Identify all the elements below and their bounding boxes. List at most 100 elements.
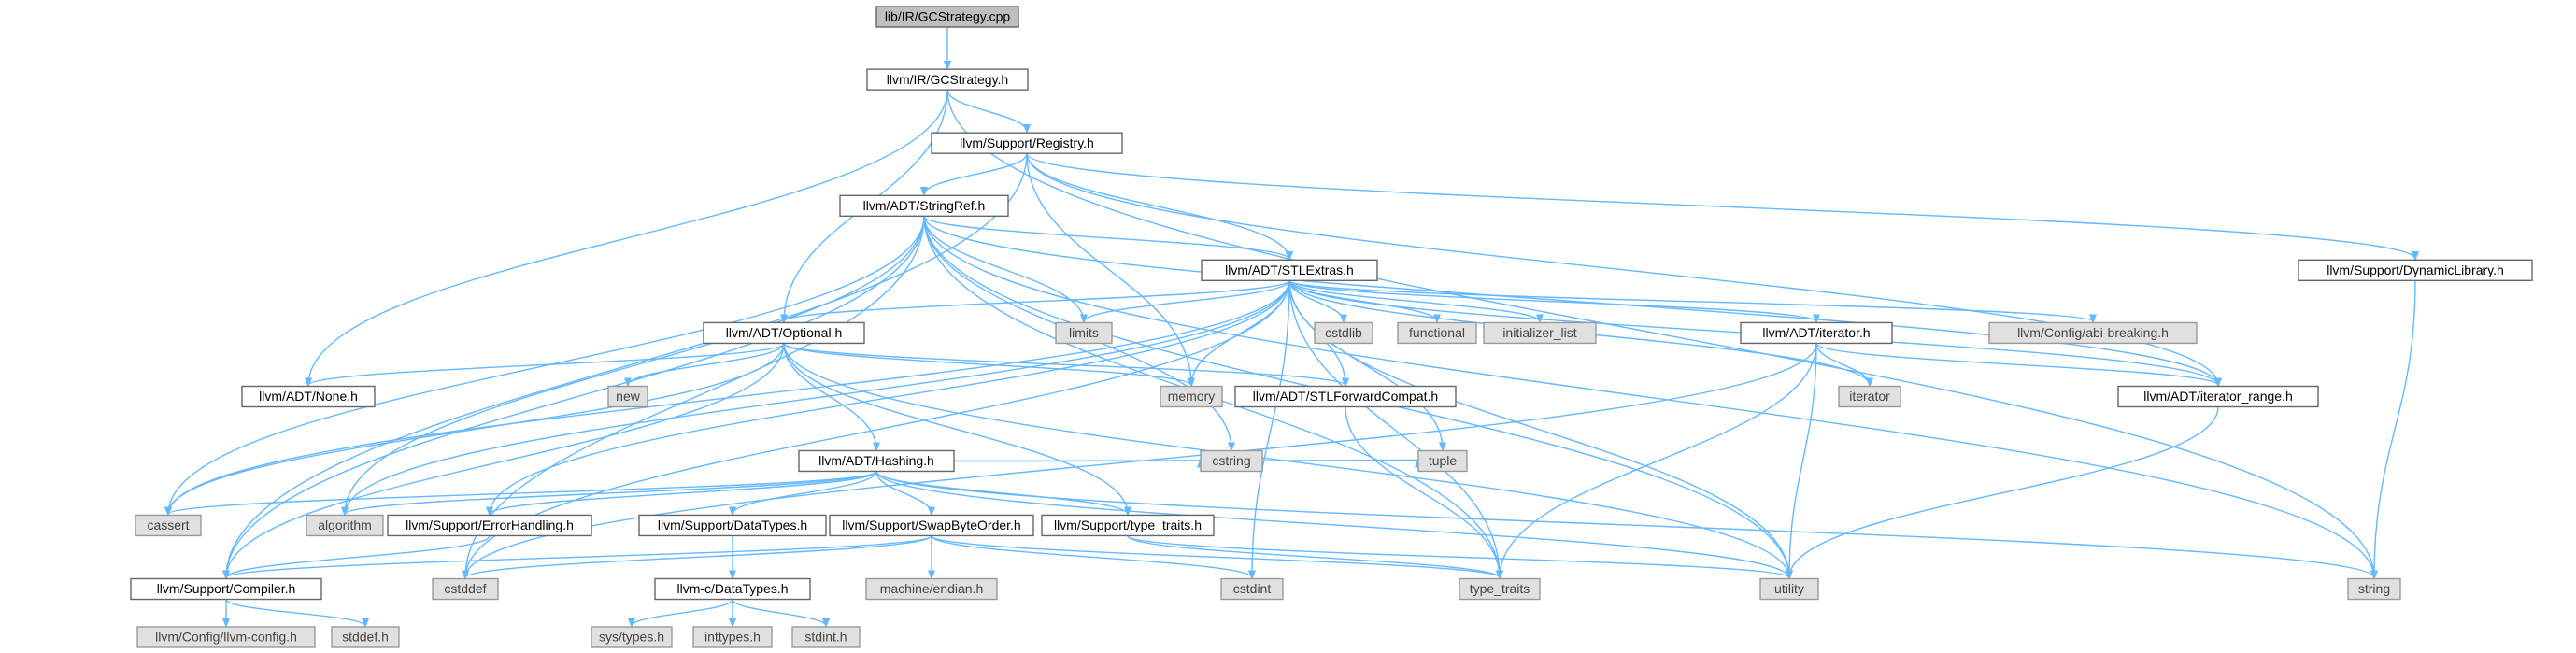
node-box (432, 577, 499, 601)
edge-stringref_h-to-cassert (168, 216, 925, 514)
edge-gcstrategy_h-to-none_h (308, 90, 948, 385)
edge-stlextras_h-to-abi_breaking_h (1288, 279, 2093, 321)
edge-stlextras_h-to-limits (1084, 279, 1290, 321)
node-dynlib-h[interactable]: llvm/Support/DynamicLibrary.h (2298, 259, 2533, 282)
edge-stlextras_h-to-initializer_list (1288, 279, 1540, 321)
node-label: llvm/Support/DynamicLibrary.h (2327, 263, 2504, 277)
node-stlforwardcompat-h[interactable]: llvm/ADT/STLForwardCompat.h (1234, 385, 1457, 408)
node-iterator-h[interactable]: llvm/ADT/iterator.h (1740, 321, 1893, 345)
node-box (1988, 321, 2198, 345)
edge-optional_h-to-new (628, 343, 785, 385)
node-tuple: tuple (1417, 449, 1468, 473)
node-hashing-h[interactable]: llvm/ADT/Hashing.h (798, 449, 955, 473)
edge-optional_h-to-hashing_h (783, 343, 876, 449)
node-box (1759, 577, 1819, 601)
node-label: cstdint (1233, 581, 1272, 596)
node-functional: functional (1397, 321, 1477, 345)
node-label: machine/endian.h (880, 581, 984, 596)
edge-optional_h-to-memory (783, 342, 1191, 385)
node-cassert: cassert (135, 514, 202, 537)
edge-c_datatypes_h-to-stdint_h (732, 599, 826, 626)
node-label: type_traits (1470, 581, 1530, 596)
node-label: llvm/ADT/None.h (259, 389, 358, 404)
node-label: llvm/Support/Registry.h (960, 135, 1094, 150)
node-iterator-range-h[interactable]: llvm/ADT/iterator_range.h (2117, 385, 2319, 408)
node-box (306, 514, 384, 537)
node-box (1055, 321, 1113, 345)
node-box (866, 68, 1029, 91)
node-box (1740, 321, 1893, 345)
node-memory: memory (1160, 385, 1223, 408)
edge-stlforwardcompat_h-to-type_traits (1345, 406, 1500, 577)
node-box (1483, 321, 1597, 345)
node-optional-h[interactable]: llvm/ADT/Optional.h (703, 321, 865, 345)
edge-hashing_h-to-swapbyteorder_h (875, 471, 932, 514)
edge-gcstrategy_h-to-string (946, 90, 2374, 577)
node-label: llvm/Support/DataTypes.h (658, 518, 807, 532)
node-iterator: iterator (1838, 385, 1901, 408)
node-label: llvm/ADT/iterator.h (1762, 325, 1870, 340)
edge-hashing_h-to-utility (875, 471, 1789, 577)
node-box (931, 132, 1123, 154)
edge-hashing_h-to-cassert (168, 470, 877, 514)
node-stlextras-h[interactable]: llvm/ADT/STLExtras.h (1201, 259, 1378, 282)
edge-swapbyteorder_h-to-type_traits (931, 534, 1500, 577)
node-box (875, 6, 1019, 28)
edge-iterator_h-to-cstddef (465, 343, 1817, 577)
node-box (130, 577, 322, 601)
node-cstddef: cstddef (432, 577, 499, 601)
edge-iterator_h-to-utility (1789, 343, 1817, 577)
edge-stringref_h-to-algorithm (345, 216, 925, 514)
edge-type_traits_h-to-type_traits (1127, 534, 1500, 577)
node-machine-endian-h: machine/endian.h (865, 577, 998, 601)
node-compiler-h[interactable]: llvm/Support/Compiler.h (130, 577, 322, 601)
node-label: llvm/Config/abi-breaking.h (2017, 325, 2169, 340)
node-label: cstring (1212, 453, 1250, 468)
node-type-traits-h[interactable]: llvm/Support/type_traits.h (1041, 514, 1215, 537)
edge-stringref_h-to-stlextras_h (923, 215, 1289, 259)
node-box (1160, 385, 1223, 408)
edge-hashing_h-to-tuple (953, 460, 1418, 461)
edge-stlextras_h-to-errorhandling_h (490, 280, 1290, 514)
edge-optional_h-to-type_traits_h (783, 343, 1128, 514)
node-none-h[interactable]: llvm/ADT/None.h (241, 385, 376, 408)
node-box (1200, 449, 1263, 473)
edge-registry_h-to-dynlib_h (1026, 152, 2415, 259)
node-datatypes-h[interactable]: llvm/Support/DataTypes.h (638, 514, 827, 537)
node-c-datatypes-h[interactable]: llvm-c/DataTypes.h (654, 577, 811, 601)
node-initializer-list: initializer_list (1483, 321, 1597, 345)
edge-type_traits_h-to-utility (1127, 534, 1789, 577)
edge-stlextras_h-to-algorithm (345, 280, 1290, 514)
edge-swapbyteorder_h-to-compiler_h (226, 534, 932, 577)
edge-stlextras_h-to-iterator_h (1288, 279, 1816, 321)
node-algorithm: algorithm (306, 514, 384, 537)
node-box (2347, 577, 2401, 601)
node-label: llvm/IR/GCStrategy.h (887, 72, 1008, 87)
node-box (2117, 385, 2319, 408)
edge-stringref_h-to-limits (923, 216, 1084, 321)
node-label: llvm/Support/ErrorHandling.h (406, 518, 574, 532)
edge-registry_h-to-stlextras_h (1026, 153, 1289, 259)
node-box (1397, 321, 1477, 345)
edge-stlextras_h-to-functional (1288, 280, 1437, 321)
node-errorhandling-h[interactable]: llvm/Support/ErrorHandling.h (387, 514, 592, 537)
node-gcstrategy-h[interactable]: llvm/IR/GCStrategy.h (866, 68, 1029, 91)
node-label: llvm/ADT/iterator_range.h (2143, 389, 2293, 404)
node-label: functional (1409, 325, 1465, 340)
node-stringref-h[interactable]: llvm/ADT/StringRef.h (839, 194, 1009, 218)
node-label: lib/IR/GCStrategy.cpp (885, 9, 1011, 24)
node-swapbyteorder-h[interactable]: llvm/Support/SwapByteOrder.h (829, 514, 1034, 537)
edge-optional_h-to-none_h (308, 342, 785, 385)
edge-hashing_h-to-string (875, 471, 2374, 577)
node-label: llvm/Support/Compiler.h (157, 581, 296, 596)
node-label: stddef.h (342, 630, 389, 645)
node-label: llvm/Config/llvm-config.h (155, 630, 297, 645)
node-registry-h[interactable]: llvm/Support/Registry.h (931, 132, 1123, 154)
node-root[interactable]: lib/IR/GCStrategy.cpp (875, 6, 1019, 28)
node-sys-types-h: sys/types.h (591, 626, 673, 648)
node-box (136, 626, 316, 648)
node-cstring: cstring (1200, 449, 1263, 473)
node-box (692, 626, 773, 648)
node-llvm-config-h: llvm/Config/llvm-config.h (136, 626, 316, 648)
node-box (829, 514, 1034, 537)
